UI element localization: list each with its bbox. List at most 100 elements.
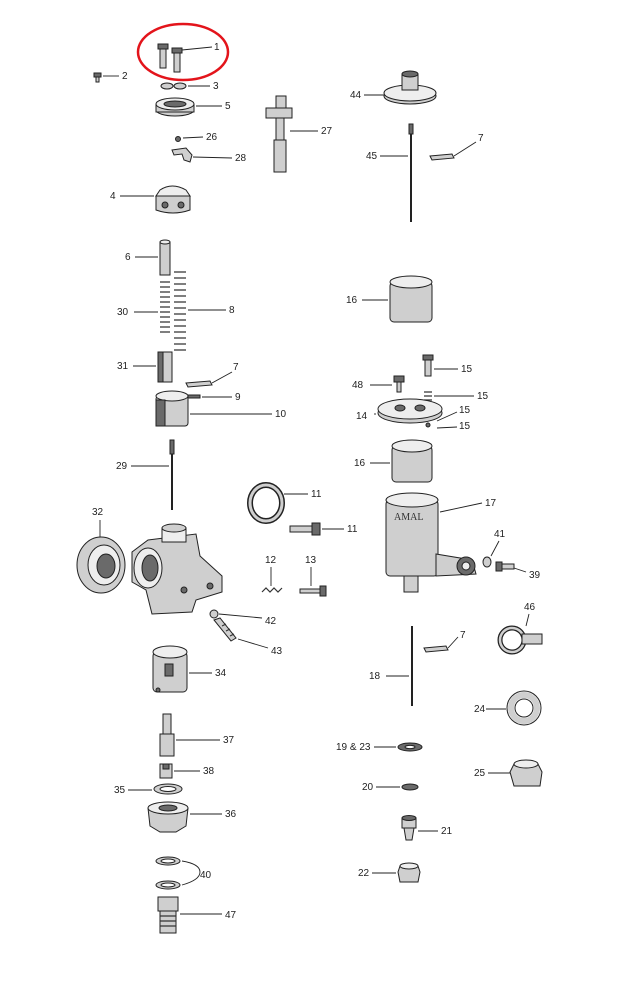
leader-43	[237, 638, 269, 649]
label-16a: 16	[346, 295, 358, 306]
part-12-spring[interactable]	[261, 587, 283, 593]
part-14-float-lid[interactable]	[377, 398, 443, 424]
part-30-spring[interactable]	[160, 281, 170, 333]
leader-15c	[436, 411, 458, 422]
leader-46	[525, 613, 530, 627]
label-5: 5	[225, 101, 231, 112]
label-29: 29	[116, 461, 128, 472]
label-47: 47	[225, 910, 237, 921]
label-2: 2	[122, 71, 128, 82]
label-9: 9	[235, 392, 241, 403]
part-11-clamp-ring[interactable]	[247, 482, 285, 524]
part-28-clip[interactable]	[171, 147, 193, 163]
part-46-banjo[interactable]	[497, 625, 543, 655]
part-20-washer[interactable]	[401, 783, 419, 791]
part-15-screw-a[interactable]	[422, 354, 434, 377]
label-20: 20	[362, 782, 374, 793]
part-32-bellmouth[interactable]	[76, 536, 126, 594]
label-48: 48	[352, 380, 364, 391]
part-44-top-cap[interactable]	[383, 70, 437, 105]
part-21-jet[interactable]	[401, 815, 417, 841]
label-14: 14	[356, 411, 368, 422]
red-highlight-circle	[136, 22, 230, 82]
leader-7a	[211, 371, 233, 384]
amal-brand-mark: AMAL	[394, 512, 423, 523]
label-6: 6	[125, 252, 131, 263]
part-26-pin[interactable]	[175, 136, 181, 142]
part-24-ring[interactable]	[506, 690, 542, 726]
leader-26	[182, 136, 204, 139]
label-39: 39	[529, 570, 541, 581]
part-9-pin[interactable]	[187, 394, 201, 399]
label-13: 13	[305, 555, 317, 566]
label-27: 27	[321, 126, 333, 137]
part-16-float-lower[interactable]	[391, 439, 433, 483]
part-15-spring[interactable]	[424, 391, 432, 401]
part-7-clip-top[interactable]	[429, 153, 455, 161]
label-34: 34	[215, 668, 227, 679]
label-15c: 15	[459, 405, 471, 416]
label-18: 18	[369, 671, 381, 682]
label-12: 12	[265, 555, 277, 566]
part-48-screw[interactable]	[393, 375, 405, 393]
part-40-washers[interactable]	[155, 856, 181, 890]
label-15b: 15	[477, 391, 489, 402]
carburettor-body[interactable]	[131, 523, 223, 615]
part-36-jet-holder[interactable]	[147, 801, 189, 833]
part-34-jet-block[interactable]	[152, 645, 188, 693]
part-5-top-ring[interactable]	[155, 97, 195, 117]
part-2-small-screw[interactable]	[93, 72, 102, 83]
label-10: 10	[275, 409, 287, 420]
label-7c: 7	[460, 630, 466, 641]
part-19-23-washer[interactable]	[397, 742, 423, 752]
leader-15d	[436, 426, 458, 429]
part-25-nut[interactable]	[509, 759, 543, 787]
part-35-washer[interactable]	[153, 783, 183, 795]
part-13-screw[interactable]	[299, 585, 327, 597]
label-7a: 7	[233, 362, 239, 373]
label-31: 31	[117, 361, 129, 372]
label-25: 25	[474, 768, 486, 779]
label-42: 42	[265, 616, 277, 627]
label-7b: 7	[478, 133, 484, 144]
part-22-nut[interactable]	[397, 862, 421, 883]
part-47-banjo-bolt[interactable]	[157, 896, 179, 934]
part-39-screw[interactable]	[495, 561, 515, 572]
part-41-washer[interactable]	[482, 556, 492, 568]
part-45-float-needle[interactable]	[408, 123, 414, 222]
part-1-screws[interactable]	[157, 43, 183, 73]
part-42-nut[interactable]	[209, 609, 219, 619]
label-38: 38	[203, 766, 215, 777]
part-37-needle-jet[interactable]	[159, 713, 175, 757]
part-15-pins[interactable]	[425, 422, 431, 428]
label-22: 22	[358, 868, 370, 879]
part-11-clamp-screw[interactable]	[289, 522, 321, 536]
part-7-clip[interactable]	[185, 380, 213, 388]
part-38-main-jet[interactable]	[159, 763, 173, 779]
leader-1	[181, 46, 213, 51]
part-29-needle[interactable]	[169, 439, 175, 510]
label-11b: 11	[347, 524, 358, 535]
label-32: 32	[92, 507, 104, 518]
part-43-screw[interactable]	[213, 617, 237, 642]
label-37: 37	[223, 735, 235, 746]
label-11a: 11	[311, 489, 322, 500]
part-3-washers[interactable]	[160, 82, 187, 90]
label-43: 43	[271, 646, 283, 657]
part-16-float-upper[interactable]	[389, 275, 433, 323]
part-4-cap[interactable]	[155, 185, 191, 214]
part-17-float-chamber[interactable]: AMAL	[385, 492, 477, 593]
leader-28	[192, 156, 233, 159]
label-30: 30	[117, 307, 129, 318]
part-6-tube[interactable]	[159, 239, 171, 276]
label-28: 28	[235, 153, 247, 164]
part-8-spring[interactable]	[174, 271, 186, 351]
leader-7c	[447, 636, 459, 649]
label-4: 4	[110, 191, 116, 202]
part-27-cable-adjuster[interactable]	[265, 95, 293, 173]
part-7-clip-lower[interactable]	[423, 645, 449, 653]
part-31-sleeve[interactable]	[157, 351, 173, 383]
label-35: 35	[114, 785, 126, 796]
part-10-slide[interactable]	[155, 390, 189, 427]
